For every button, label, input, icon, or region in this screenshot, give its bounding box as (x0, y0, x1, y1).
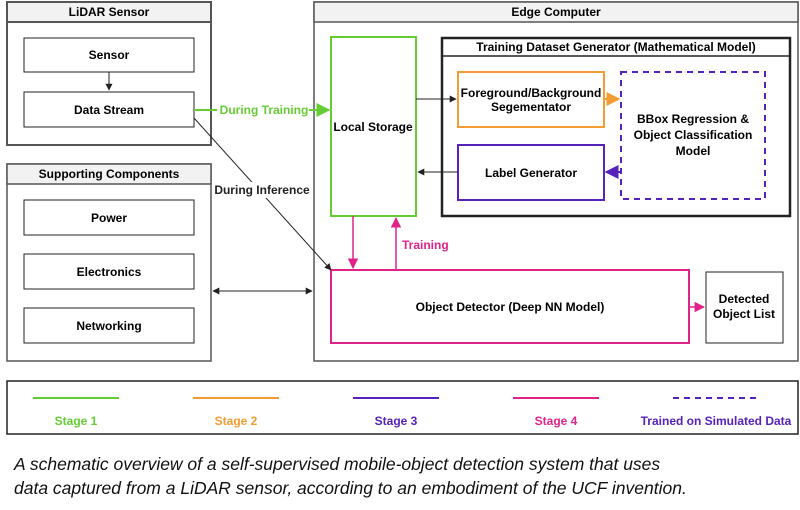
training-label: Training (402, 238, 449, 252)
legend-label-stage-4: Stage 4 (535, 414, 578, 428)
data-stream-label: Data Stream (74, 103, 144, 117)
segmentator-label-line1: Foreground/Background (461, 86, 602, 100)
local-storage-label: Local Storage (333, 120, 413, 134)
networking-box: Networking (23, 307, 195, 344)
networking-label: Networking (76, 319, 141, 333)
power-label: Power (91, 211, 127, 225)
caption-line-2: data captured from a LiDAR sensor, accor… (14, 478, 687, 498)
legend-item-stage-1: Stage 1 (33, 397, 119, 428)
bbox-label-line2: Object Classification (634, 128, 753, 142)
legend-item-simulated-data: Trained on Simulated Data (641, 397, 792, 428)
legend-item-stage-2: Stage 2 (193, 397, 279, 428)
generator-panel-title: Training Dataset Generator (Mathematical… (476, 40, 755, 54)
local-storage-box: Local Storage (330, 36, 417, 217)
segmentator-label-line2: Segementator (491, 100, 571, 114)
legend-label-simulated-data: Trained on Simulated Data (641, 414, 792, 428)
legend: Stage 1 Stage 2 Stage 3 Stage 4 Trained … (6, 380, 799, 435)
object-detector-box: Object Detector (Deep NN Model) (330, 269, 690, 344)
data-stream-box: Data Stream (23, 91, 195, 128)
electronics-label: Electronics (77, 265, 142, 279)
legend-label-stage-1: Stage 1 (55, 414, 98, 428)
caption-line-1: A schematic overview of a self-supervise… (14, 454, 661, 474)
legend-label-stage-2: Stage 2 (215, 414, 258, 428)
supporting-panel-title: Supporting Components (39, 167, 180, 181)
bbox-regression-box: BBox Regression & Object Classification … (620, 71, 766, 200)
edge-panel-title: Edge Computer (511, 5, 601, 19)
detected-object-list-box: Detected Object List (705, 271, 784, 344)
lidar-panel-title: LiDAR Sensor (69, 5, 150, 19)
during-inference-label: During Inference (214, 183, 310, 197)
object-detector-label: Object Detector (Deep NN Model) (416, 300, 605, 314)
sensor-label: Sensor (89, 48, 130, 62)
legend-item-stage-4: Stage 4 (513, 397, 599, 428)
during-training-label: During Training (220, 103, 309, 117)
legend-label-stage-3: Stage 3 (375, 414, 418, 428)
bbox-label-line3: Model (676, 144, 711, 158)
bbox-label-line1: BBox Regression & (637, 112, 749, 126)
segmentator-box: Foreground/Background Segementator (457, 71, 605, 128)
detected-label-line2: Object List (713, 307, 775, 321)
label-generator-label: Label Generator (485, 166, 577, 180)
electronics-box: Electronics (23, 253, 195, 290)
figure-caption: A schematic overview of a self-supervise… (14, 452, 794, 500)
sensor-box: Sensor (23, 37, 195, 73)
detected-label-line1: Detected (719, 292, 770, 306)
legend-item-stage-3: Stage 3 (353, 397, 439, 428)
label-generator-box: Label Generator (457, 144, 605, 201)
power-box: Power (23, 199, 195, 236)
